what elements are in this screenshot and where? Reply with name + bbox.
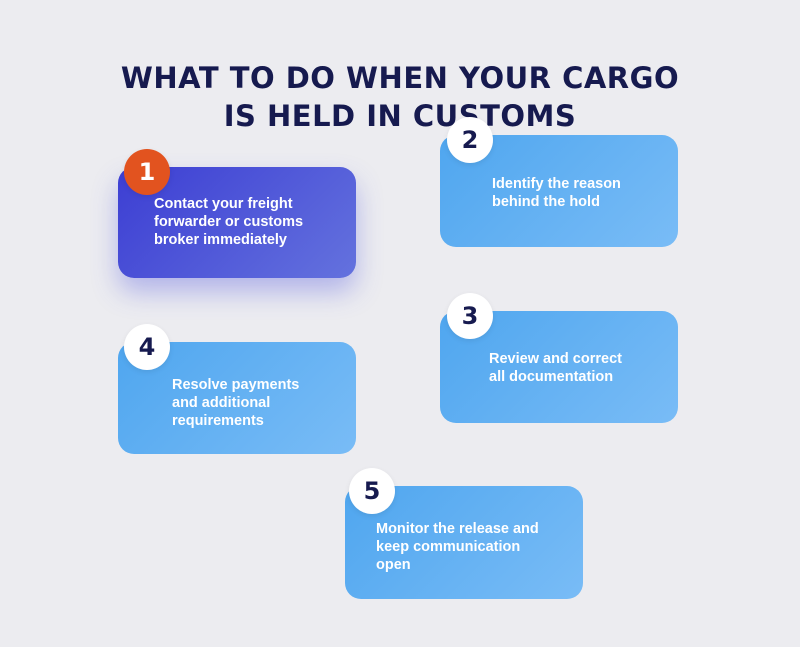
step-1-line-1: Contact your freight [154, 196, 293, 212]
step-card-2: Identify the reason behind the hold [440, 135, 678, 247]
step-4-text: Resolve payments and additional requirem… [172, 376, 338, 430]
step-5-line-3: open [376, 557, 411, 573]
step-3-line-1: Review and correct [489, 351, 622, 367]
step-5-line-2: keep communication [376, 539, 521, 555]
step-4-line-3: requirements [172, 413, 264, 429]
page-title: WHAT TO DO WHEN YOUR CARGO IS HELD IN CU… [0, 59, 800, 135]
step-3-number-badge: 3 [447, 293, 493, 339]
step-1-line-3: broker immediately [154, 232, 287, 248]
step-2-text: Identify the reason behind the hold [492, 175, 660, 211]
title-line-2: IS HELD IN CUSTOMS [223, 99, 577, 134]
step-card-1: Contact your freight forwarder or custom… [118, 167, 356, 278]
step-4-number-badge: 4 [124, 324, 170, 370]
step-2-line-1: Identify the reason [492, 176, 621, 192]
step-4-line-2: and additional [172, 395, 271, 411]
step-1-text: Contact your freight forwarder or custom… [154, 195, 338, 249]
step-5-line-1: Monitor the release and [376, 521, 539, 537]
step-5-text: Monitor the release and keep communicati… [376, 520, 565, 574]
step-3-text: Review and correct all documentation [489, 350, 660, 386]
step-2-line-2: behind the hold [492, 194, 600, 210]
step-3-line-2: all documentation [489, 369, 614, 385]
title-line-1: WHAT TO DO WHEN YOUR CARGO [120, 61, 680, 96]
step-5-number-badge: 5 [349, 468, 395, 514]
step-1-number-badge: 1 [124, 149, 170, 195]
step-1-line-2: forwarder or customs [154, 214, 304, 230]
step-4-line-1: Resolve payments [172, 377, 300, 393]
step-2-number-badge: 2 [447, 117, 493, 163]
